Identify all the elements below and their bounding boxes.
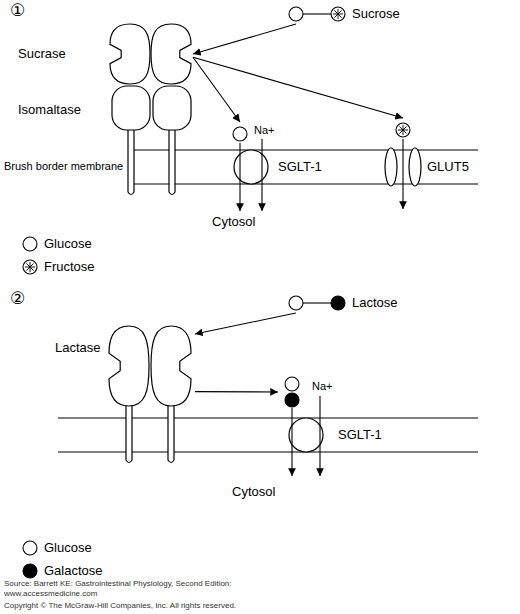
node-label: Lactose xyxy=(352,295,398,310)
legend-label: Glucose xyxy=(44,540,92,556)
ion-label: Na+ xyxy=(312,380,333,393)
enzyme-domain xyxy=(151,24,191,84)
copyright-note: Copyright © The McGraw-Hill Companies, I… xyxy=(4,601,236,611)
source-note: Source: Barrett KE: Gastrointestinal Phy… xyxy=(4,579,294,599)
legend-label: Fructose xyxy=(44,259,95,275)
node-shape xyxy=(108,22,193,86)
transporter-circle xyxy=(234,150,268,184)
galactose-symbol xyxy=(23,564,37,578)
legend-label: Galactose xyxy=(44,563,103,579)
glycosidic-bond xyxy=(303,13,331,14)
legend-sample xyxy=(22,236,38,252)
compartment-label: Cytosol xyxy=(212,214,255,230)
glucose-symbol xyxy=(289,296,303,310)
node-label: SGLT-1 xyxy=(278,159,322,174)
legend-sample xyxy=(22,540,38,556)
glucose-symbol xyxy=(289,7,303,21)
membrane-line xyxy=(128,149,478,150)
enzyme-domain xyxy=(153,86,191,130)
ion-label: Na+ xyxy=(254,124,275,137)
node-label: Sucrase xyxy=(18,46,66,61)
glucose-symbol xyxy=(233,127,247,141)
glucose-symbol xyxy=(23,541,37,555)
transport-arrow xyxy=(291,408,292,476)
transport-arrow xyxy=(261,139,262,211)
node-label: Lactase xyxy=(55,340,101,355)
node-shape xyxy=(286,293,348,313)
node-label: Isomaltase xyxy=(18,102,81,117)
lactose-molecule: Lactose xyxy=(286,293,348,313)
enzyme-stalk xyxy=(126,402,132,463)
transporter-box: GLUT5 xyxy=(385,118,425,194)
transport-arrow xyxy=(239,143,240,211)
enzyme-domain xyxy=(109,326,149,406)
enzyme-box: Isomaltase xyxy=(108,86,193,132)
membrane-line xyxy=(58,417,478,418)
fructose-symbol xyxy=(331,7,345,21)
panel-number: ① xyxy=(10,0,25,20)
node-label: SGLT-1 xyxy=(338,427,382,442)
transport-arrow xyxy=(402,139,403,209)
transport-arrow xyxy=(319,396,320,476)
enzyme-domain xyxy=(151,326,191,406)
enzyme-stalk xyxy=(169,128,175,195)
reaction-arrow xyxy=(195,313,296,334)
node-label: Sucrose xyxy=(352,6,400,21)
glucose-symbol xyxy=(285,377,299,391)
panel-number: ② xyxy=(10,288,25,308)
galactose-symbol xyxy=(285,393,299,407)
fructose-mark xyxy=(334,10,341,17)
transporter-circle xyxy=(289,418,323,452)
enzyme-box: Sucrase xyxy=(108,22,193,86)
reaction-arrow xyxy=(193,24,296,54)
fructose-mark xyxy=(26,263,33,270)
fructose-mark xyxy=(399,126,406,133)
reaction-arrow xyxy=(195,391,278,392)
membrane-line xyxy=(128,183,478,184)
node-shape xyxy=(105,326,195,406)
galactose-symbol xyxy=(331,296,345,310)
reaction-arrow xyxy=(193,57,403,118)
fructose-symbol xyxy=(396,123,410,137)
compartment-label: Cytosol xyxy=(232,484,275,500)
sucrose-molecule: Sucrose xyxy=(286,4,348,24)
fructose-symbol xyxy=(23,260,37,274)
transporter-channel xyxy=(385,148,397,186)
enzyme-domain xyxy=(110,24,150,84)
membrane-line xyxy=(58,451,478,452)
enzyme-domain xyxy=(112,86,150,130)
reaction-arrow xyxy=(193,57,240,122)
node-shape xyxy=(108,86,193,132)
legend-label: Glucose xyxy=(44,236,92,252)
enzyme-stalk xyxy=(128,128,134,195)
glucose-symbol xyxy=(23,237,37,251)
legend-sample xyxy=(22,259,38,275)
enzyme-box: Lactase xyxy=(105,326,195,406)
legend-sample xyxy=(22,563,38,579)
node-shape xyxy=(286,4,348,24)
node-label: GLUT5 xyxy=(427,159,469,174)
transporter-channel xyxy=(409,148,421,186)
node-shape xyxy=(385,118,425,194)
enzyme-stalk xyxy=(168,402,174,463)
glycosidic-bond xyxy=(303,302,331,303)
membrane-label: Brush border membrane xyxy=(4,160,123,173)
